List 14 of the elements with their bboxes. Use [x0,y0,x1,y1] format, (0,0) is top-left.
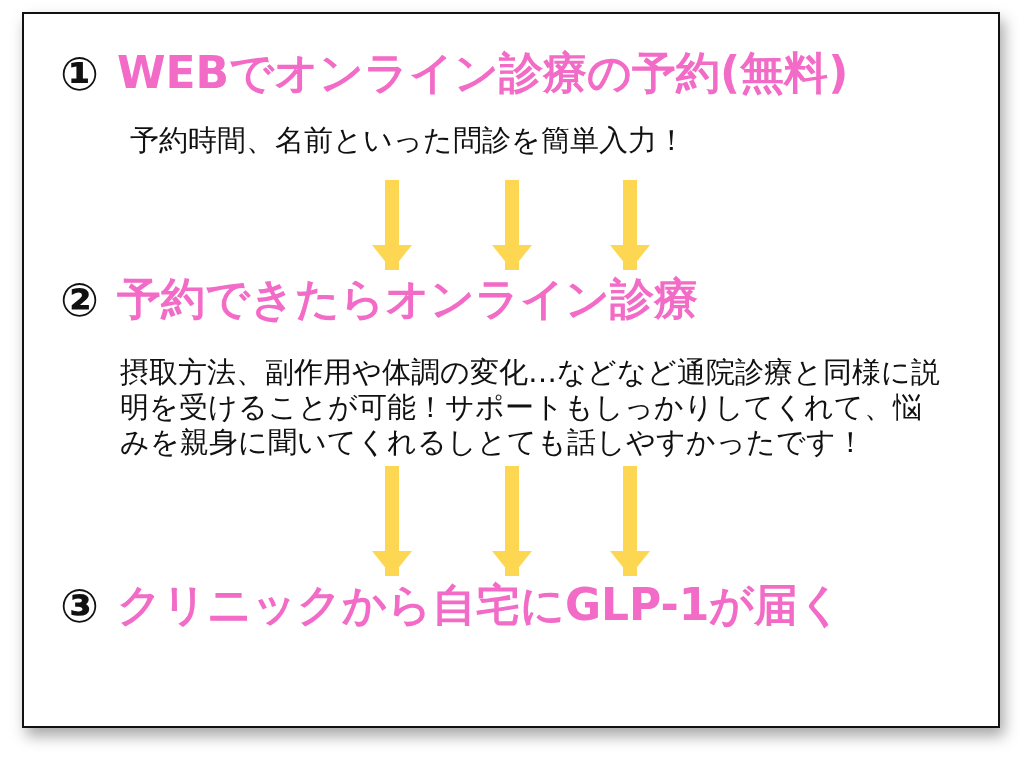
step-description: 予約時間、名前といった問診を簡単入力！ [130,123,687,158]
step-number: ① [60,46,99,101]
arrow [492,466,532,576]
step-number: ② [60,272,99,327]
step-description: 摂取方法、副作用や体調の変化…などなど通院診療と同様に説明を受けることが可能！サポートもしっかりしてくれて、悩みを親身に聞いてくれるしとても話しやすかったです！ [120,355,941,460]
arrow [372,466,412,576]
arrow [372,180,412,270]
step-heading: WEBでオンライン診療の予約(無料) [116,46,849,100]
step-number: ③ [60,578,99,633]
step-heading: 予約できたらオンライン診療 [116,272,698,326]
step-heading: クリニックから自宅にGLP-1が届く [116,578,844,632]
arrow [610,180,650,270]
arrow [492,180,532,270]
arrow [610,466,650,576]
